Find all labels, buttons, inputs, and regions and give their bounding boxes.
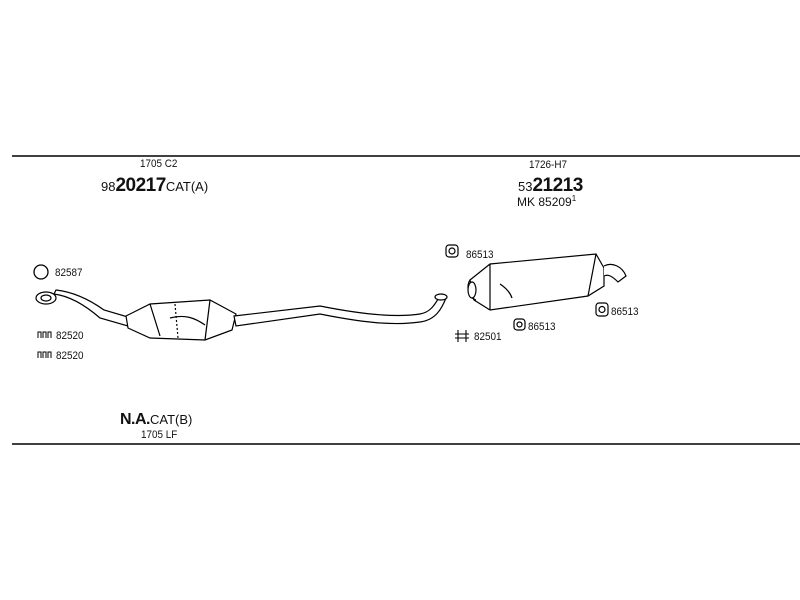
catalytic-ref-code: 1705 C2: [140, 158, 178, 170]
muffler-ref-code: 1726-H7: [529, 159, 567, 171]
catalytic-b-ref-code: 1705 LF: [141, 429, 178, 441]
hanger-mid-part-number: 86513: [528, 321, 556, 333]
rubber-hanger-icon: [445, 244, 459, 258]
mounting-kit-number: MK 852091: [517, 194, 577, 209]
kit-superscript: 1: [571, 194, 577, 203]
part-number-main: 20217: [115, 175, 166, 196]
clamp-icon: [37, 351, 52, 358]
clamp-icon: [455, 330, 469, 342]
kit-number: 85209: [538, 195, 572, 209]
kit-prefix: MK: [517, 195, 535, 209]
clamp-part-number-1: 82520: [56, 330, 84, 342]
muffler-part-main: 21213: [532, 175, 583, 196]
catalytic-b-label: N.A.CAT(B): [120, 412, 192, 428]
catalytic-part-number: 9820217CAT(A): [101, 176, 208, 195]
ring-gasket-part-number: 82587: [55, 267, 83, 279]
clamp-icon: [37, 331, 52, 338]
rubber-hanger-icon: [595, 302, 609, 317]
ring-gasket-icon: [33, 264, 49, 280]
rear-muffler: [467, 253, 627, 311]
hanger-top-part-number: 86513: [466, 249, 494, 261]
muffler-part-number: 5321213: [518, 176, 583, 195]
bottom-suffix: CAT(B): [150, 412, 193, 427]
part-suffix: CAT(A): [165, 179, 209, 194]
bottom-prefix: N.A.: [120, 411, 151, 428]
clamp-part-number-2: 82520: [56, 350, 84, 362]
front-pipe-catalytic-converter: [35, 289, 448, 341]
muffler-part-prefix: 53: [518, 179, 533, 194]
hanger-right-part-number: 86513: [611, 306, 639, 318]
muffler-clamp-part-number: 82501: [474, 331, 502, 343]
part-prefix: 98: [101, 179, 116, 194]
rubber-hanger-icon: [513, 318, 526, 331]
